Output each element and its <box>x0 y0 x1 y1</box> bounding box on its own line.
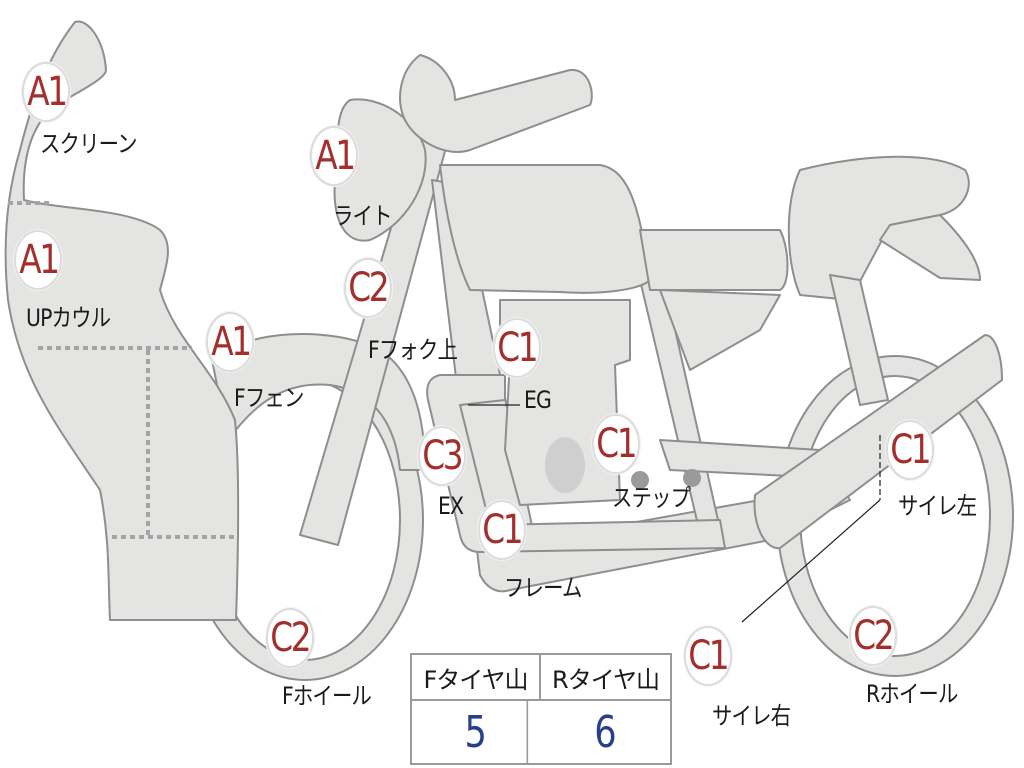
muffler-right-label: サイレ右 <box>712 702 791 730</box>
rear-wheel-label: Rホイール <box>866 680 958 708</box>
muffler-right-code-marker: C1 <box>684 626 732 686</box>
muffler-left-code-marker: C1 <box>886 420 934 480</box>
step-peg <box>683 469 701 487</box>
step-code-marker: C1 <box>592 414 640 474</box>
tire-tread-table: Fタイヤ山 Rタイヤ山 5 6 <box>410 653 672 765</box>
side-cover-shape <box>659 289 781 371</box>
front-fork-code-marker: C2 <box>344 258 392 318</box>
handlebar-shape <box>399 54 593 153</box>
rear-wheel-shape <box>776 355 1014 677</box>
seat-shape <box>639 229 789 291</box>
front-wheel-label: Fホイール <box>282 682 372 710</box>
front-wheel-code-marker: C2 <box>266 608 314 668</box>
frame-code-marker: C1 <box>478 500 526 560</box>
upper-cowl-shape <box>4 20 240 621</box>
screen-code-marker: A1 <box>22 62 70 122</box>
upper-cowl-label: UPカウル <box>26 304 111 332</box>
screen-label: スクリーン <box>40 130 138 158</box>
rear-frame-shape <box>829 274 889 406</box>
muffler-right-leader-line <box>741 499 881 623</box>
front-fender-label: Fフェン <box>234 384 304 412</box>
exhaust-label: EX <box>438 492 464 520</box>
muffler-left-label: サイレ左 <box>898 492 977 520</box>
rear-wheel-code-marker: C2 <box>849 606 897 666</box>
front-fork-label: Fフォク上 <box>368 336 458 364</box>
engine-label: EG <box>524 386 552 414</box>
rear-tire-value: 6 <box>594 706 617 758</box>
exhaust-code-marker: C3 <box>418 426 466 486</box>
seat-shape <box>787 155 970 301</box>
engine-code-marker: C1 <box>493 318 541 378</box>
frame-label: フレーム <box>504 574 582 602</box>
light-code-marker: A1 <box>310 126 358 186</box>
engine-cover <box>545 437 585 493</box>
upper-cowl-code-marker: A1 <box>14 230 62 290</box>
light-label: ライト <box>333 202 392 230</box>
front-tire-value: 5 <box>425 701 529 763</box>
fuel-tank-shape <box>439 164 651 294</box>
front-tire-header: Fタイヤ山 <box>412 655 541 701</box>
step-peg <box>631 471 649 489</box>
rear-tire-header: Rタイヤ山 <box>541 655 670 701</box>
tail-shape <box>879 214 981 281</box>
exhaust-pipe-shape <box>426 374 726 553</box>
step-label: ステップ <box>612 484 691 512</box>
front-fender-code-marker: A1 <box>206 312 254 372</box>
